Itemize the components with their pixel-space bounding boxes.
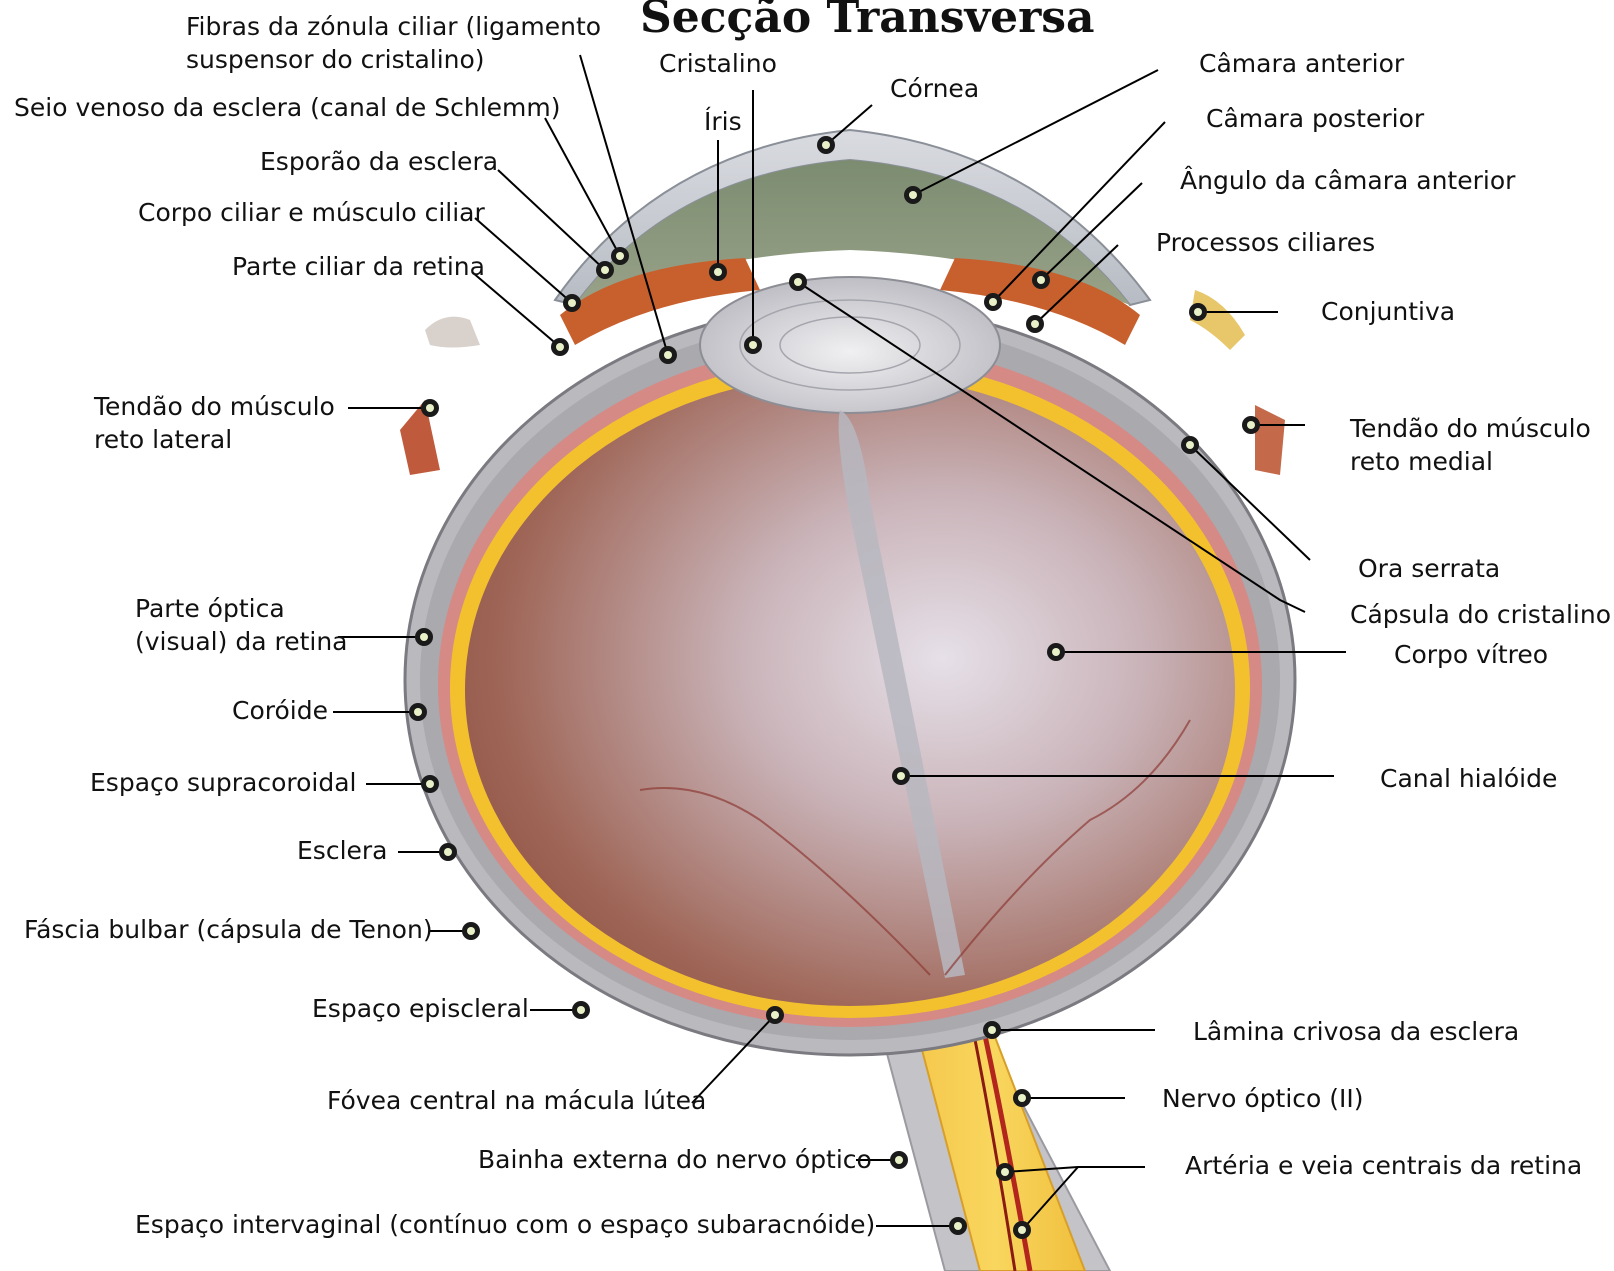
label-nervo-optico: Nervo óptico (II) bbox=[1162, 1082, 1364, 1115]
label-cornea: Córnea bbox=[890, 72, 979, 105]
label-parte-optica: Parte óptica (visual) da retina bbox=[135, 592, 348, 658]
marker-dot-center bbox=[426, 404, 434, 412]
label-canal-hialoide: Canal hialóide bbox=[1380, 762, 1557, 795]
marker-dot-center bbox=[1194, 308, 1202, 316]
label-tendao-medial: Tendão do músculo reto medial bbox=[1350, 412, 1591, 478]
marker-dot-center bbox=[909, 191, 917, 199]
marker-dot-center bbox=[1018, 1094, 1026, 1102]
marker-dot-center bbox=[1247, 421, 1255, 429]
label-cristalino: Cristalino bbox=[659, 47, 777, 80]
marker-dot-center bbox=[601, 266, 609, 274]
marker-dot-center bbox=[426, 780, 434, 788]
label-arteria-veia: Artéria e veia centrais da retina bbox=[1185, 1149, 1582, 1182]
label-camara-anterior: Câmara anterior bbox=[1199, 47, 1404, 80]
marker-dot-center bbox=[420, 633, 428, 641]
label-supracoroidal: Espaço supracoroidal bbox=[90, 766, 356, 799]
label-fovea: Fóvea central na mácula lútea bbox=[327, 1084, 706, 1117]
label-esporao: Esporão da esclera bbox=[260, 145, 498, 178]
label-coroide: Coróide bbox=[232, 694, 328, 727]
marker-dot-center bbox=[895, 1156, 903, 1164]
marker-dot-center bbox=[556, 343, 564, 351]
label-processos: Processos ciliares bbox=[1156, 226, 1375, 259]
label-corpo-vitreo: Corpo vítreo bbox=[1394, 638, 1548, 671]
marker-dot-center bbox=[1001, 1168, 1009, 1176]
marker-dot-center bbox=[577, 1006, 585, 1014]
label-fascia-bulbar: Fáscia bulbar (cápsula de Tenon) bbox=[24, 913, 433, 946]
conjunctiva-left-shape bbox=[425, 317, 480, 348]
label-lamina-crivosa: Lâmina crivosa da esclera bbox=[1193, 1015, 1519, 1048]
marker-dot-center bbox=[954, 1222, 962, 1230]
marker-dot-center bbox=[616, 252, 624, 260]
marker-dot-center bbox=[444, 848, 452, 856]
marker-dot-center bbox=[568, 299, 576, 307]
label-conjuntiva: Conjuntiva bbox=[1321, 295, 1455, 328]
marker-dot-center bbox=[414, 708, 422, 716]
marker-dot-center bbox=[822, 141, 830, 149]
label-fibras-zonula: Fibras da zónula ciliar (ligamento suspe… bbox=[186, 10, 601, 76]
label-angulo: Ângulo da câmara anterior bbox=[1180, 164, 1515, 197]
label-iris: Íris bbox=[704, 105, 742, 138]
marker-dot-center bbox=[988, 1026, 996, 1034]
label-parte-ciliar: Parte ciliar da retina bbox=[232, 250, 485, 283]
label-corpo-ciliar: Corpo ciliar e músculo ciliar bbox=[138, 196, 485, 229]
marker-dot-center bbox=[1037, 276, 1045, 284]
label-episcleral: Espaço episcleral bbox=[312, 992, 529, 1025]
label-ora-serrata: Ora serrata bbox=[1358, 552, 1500, 585]
marker-dot-center bbox=[714, 268, 722, 276]
rectus-medial-shape bbox=[1255, 405, 1285, 475]
label-capsula: Cápsula do cristalino bbox=[1350, 598, 1611, 631]
label-bainha: Bainha externa do nervo óptico bbox=[478, 1143, 872, 1176]
label-intervaginal: Espaço intervaginal (contínuo com o espa… bbox=[135, 1208, 875, 1241]
label-seio-venoso: Seio venoso da esclera (canal de Schlemm… bbox=[14, 91, 561, 124]
label-esclera: Esclera bbox=[297, 834, 388, 867]
marker-dot-center bbox=[1186, 441, 1194, 449]
marker-dot-center bbox=[664, 351, 672, 359]
marker-dot-center bbox=[749, 341, 757, 349]
label-tendao-lateral: Tendão do músculo reto lateral bbox=[94, 390, 335, 456]
marker-dot-center bbox=[897, 772, 905, 780]
marker-dot-center bbox=[467, 927, 475, 935]
marker-dot-center bbox=[1018, 1226, 1026, 1234]
marker-dot-center bbox=[989, 298, 997, 306]
marker-dot-center bbox=[794, 278, 802, 286]
diagram-title: Secção Transversa bbox=[640, 0, 1095, 43]
marker-dot-center bbox=[1031, 320, 1039, 328]
marker-dot-center bbox=[771, 1011, 779, 1019]
marker-dot-center bbox=[1052, 648, 1060, 656]
label-camara-posterior: Câmara posterior bbox=[1206, 102, 1424, 135]
